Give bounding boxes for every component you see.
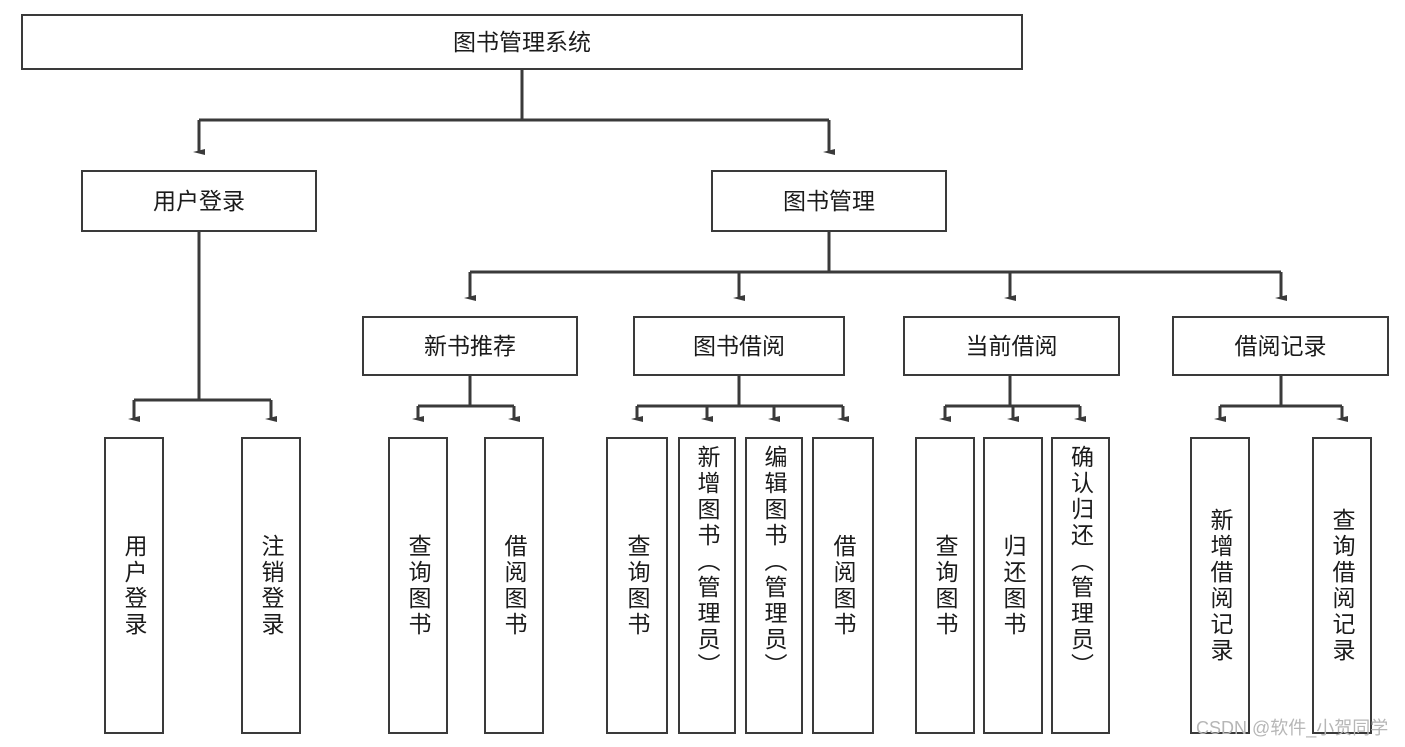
leaf-query-book-borrow-label: 查询图书	[624, 533, 651, 638]
leaf-add-borrow-record[interactable]: 新增借阅记录	[1190, 437, 1250, 734]
connector-new-book-to-leaves	[412, 376, 520, 422]
leaf-edit-book-admin-label: 编辑图书（管理员）	[761, 445, 788, 679]
leaf-query-book-new[interactable]: 查询图书	[388, 437, 448, 734]
leaf-return-book-label: 归还图书	[1000, 533, 1027, 638]
node-level1-book-management[interactable]: 图书管理	[711, 170, 947, 232]
leaf-query-book-borrow[interactable]: 查询图书	[606, 437, 668, 734]
leaf-confirm-return-admin-label: 确认归还（管理员）	[1067, 445, 1094, 679]
connector-user-login-to-leaves	[128, 232, 277, 422]
node-level2-new-book-recommend[interactable]: 新书推荐	[362, 316, 578, 376]
node-level2-new-book-recommend-label: 新书推荐	[424, 332, 516, 359]
node-root-label: 图书管理系统	[453, 28, 591, 55]
leaf-return-book[interactable]: 归还图书	[983, 437, 1043, 734]
leaf-user-login-label: 用户登录	[121, 533, 148, 638]
leaf-query-book-current-label: 查询图书	[932, 533, 959, 638]
node-level1-user-login[interactable]: 用户登录	[81, 170, 317, 232]
leaf-logout-login[interactable]: 注销登录	[241, 437, 301, 734]
node-level2-borrow-record-label: 借阅记录	[1234, 332, 1327, 359]
connector-root-to-level1	[193, 70, 835, 155]
leaf-query-borrow-record-label: 查询借阅记录	[1329, 507, 1356, 664]
connector-book-borrow-to-leaves	[631, 376, 849, 422]
leaf-add-borrow-record-label: 新增借阅记录	[1207, 507, 1234, 664]
leaf-user-login[interactable]: 用户登录	[104, 437, 164, 734]
node-level1-book-management-label: 图书管理	[783, 187, 875, 214]
connector-borrow-record-to-leaves	[1214, 376, 1348, 422]
leaf-query-book-current[interactable]: 查询图书	[915, 437, 975, 734]
connector-current-borrow-to-leaves	[939, 376, 1086, 422]
node-level1-user-login-label: 用户登录	[153, 187, 245, 214]
leaf-query-borrow-record[interactable]: 查询借阅记录	[1312, 437, 1372, 734]
node-level2-book-borrow[interactable]: 图书借阅	[633, 316, 845, 376]
leaf-add-book-admin-label: 新增图书（管理员）	[694, 445, 721, 679]
node-level2-book-borrow-label: 图书借阅	[693, 332, 785, 359]
leaf-borrow-book-label: 借阅图书	[830, 533, 857, 638]
connector-book-mgmt-to-level2	[464, 232, 1287, 301]
node-level2-current-borrow-label: 当前借阅	[965, 332, 1058, 359]
leaf-query-book-new-label: 查询图书	[405, 533, 432, 638]
leaf-borrow-book-new-label: 借阅图书	[501, 533, 528, 638]
node-level2-borrow-record[interactable]: 借阅记录	[1172, 316, 1389, 376]
node-level2-current-borrow[interactable]: 当前借阅	[903, 316, 1120, 376]
node-root[interactable]: 图书管理系统	[21, 14, 1023, 70]
leaf-borrow-book-new[interactable]: 借阅图书	[484, 437, 544, 734]
leaf-confirm-return-admin[interactable]: 确认归还（管理员）	[1051, 437, 1110, 734]
leaf-logout-login-label: 注销登录	[258, 533, 285, 638]
leaf-add-book-admin[interactable]: 新增图书（管理员）	[678, 437, 736, 734]
leaf-edit-book-admin[interactable]: 编辑图书（管理员）	[745, 437, 803, 734]
leaf-borrow-book[interactable]: 借阅图书	[812, 437, 874, 734]
csdn-watermark: CSDN @软件_小贺同学	[1196, 718, 1389, 738]
